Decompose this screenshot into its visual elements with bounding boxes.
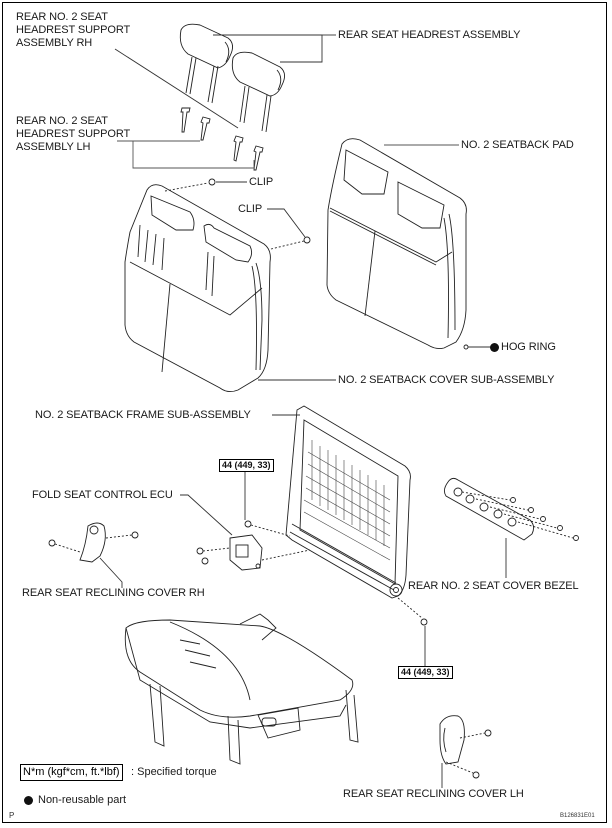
label-fold-seat-ecu: FOLD SEAT CONTROL ECU xyxy=(32,489,173,501)
hog-ring-part xyxy=(463,344,469,350)
label-clip-1: CLIP xyxy=(249,176,274,188)
legend-torque-unit: N*m (kgf*cm, ft.*lbf) xyxy=(20,764,123,781)
label-seatback-frame: NO. 2 SEATBACK FRAME SUB-ASSEMBLY xyxy=(35,409,251,421)
torque-spec-frame-bolt: 44 (449, 33) xyxy=(219,459,274,472)
label-clip-2: CLIP xyxy=(238,203,263,215)
label-headrest-support-lh: REAR NO. 2 SEAT HEADREST SUPPORT ASSEMBL… xyxy=(16,115,130,153)
seatback-frame xyxy=(285,405,411,599)
label-hog-ring: HOG RING xyxy=(501,341,556,353)
reclining-cover-rh-part xyxy=(48,522,139,563)
seatback-cover xyxy=(124,184,271,393)
seat-cushion xyxy=(124,613,359,765)
headrest-right xyxy=(231,51,285,133)
figure-id: B126831E01 xyxy=(560,813,595,819)
seatback-pad xyxy=(326,138,467,350)
legend-non-reusable: Non-reusable part xyxy=(38,794,127,806)
headrest-left xyxy=(179,23,233,104)
label-seat-cover-bezel: REAR NO. 2 SEAT COVER BEZEL xyxy=(408,580,579,592)
legend-non-reusable-dot-icon xyxy=(24,796,33,805)
non-reusable-dot-icon xyxy=(490,343,499,352)
page-marker: P xyxy=(9,811,15,820)
label-headrest-support-rh: REAR NO. 2 SEAT HEADREST SUPPORT ASSEMBL… xyxy=(16,11,130,49)
fold-seat-control-ecu-part xyxy=(196,520,311,571)
reclining-cover-lh-part xyxy=(439,715,492,779)
label-seatback-cover: NO. 2 SEATBACK COVER SUB-ASSEMBLY xyxy=(338,374,555,386)
label-reclining-cover-lh: REAR SEAT RECLINING COVER LH xyxy=(343,788,524,800)
label-reclining-cover-rh: REAR SEAT RECLINING COVER RH xyxy=(22,587,205,599)
legend-torque-desc: : Specified torque xyxy=(131,766,217,778)
seat-cover-bezel-part xyxy=(443,477,579,541)
headrest-supports xyxy=(180,107,264,171)
torque-spec-recliner-bolt: 44 (449, 33) xyxy=(398,666,453,679)
clip-1 xyxy=(208,178,216,186)
label-headrest-assembly: REAR SEAT HEADREST ASSEMBLY xyxy=(338,29,521,41)
label-seatback-pad: NO. 2 SEATBACK PAD xyxy=(461,139,574,151)
clip-2 xyxy=(303,236,311,244)
